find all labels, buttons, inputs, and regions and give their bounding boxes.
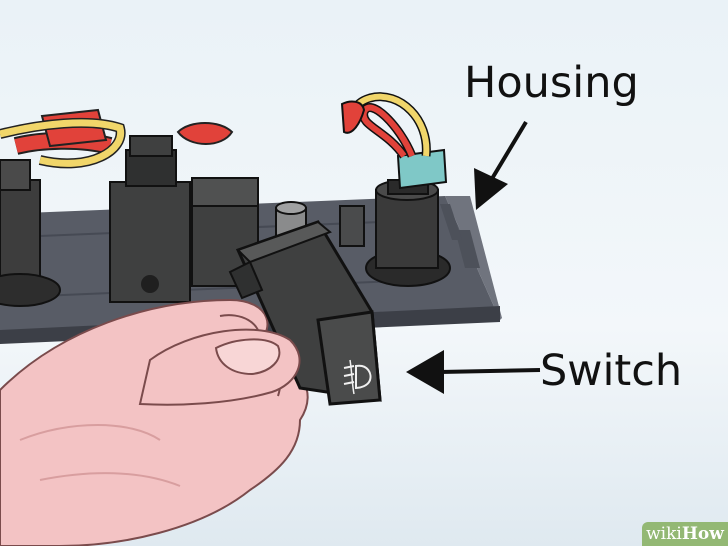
thumbnail <box>214 338 281 376</box>
housing-arrow <box>474 120 528 210</box>
teal-connector <box>396 148 448 190</box>
thumb <box>138 328 301 406</box>
switch-rocker-face <box>316 310 382 406</box>
watermark-part-wiki: wiki <box>646 524 682 544</box>
housing-label: Housing <box>464 58 639 108</box>
wikihow-watermark: wikiHow <box>642 522 728 546</box>
switch-label: Switch <box>540 346 683 396</box>
right-socket <box>365 148 451 287</box>
wires-right <box>340 92 431 159</box>
small-bracket <box>339 205 365 247</box>
watermark-part-how: How <box>681 524 724 544</box>
switch-arrow <box>406 350 541 394</box>
switch-body <box>228 220 382 406</box>
left-socket <box>0 159 61 307</box>
housing-switch-1 <box>109 135 191 303</box>
red-boot-right <box>176 122 234 145</box>
fog-light-icon <box>343 359 372 395</box>
